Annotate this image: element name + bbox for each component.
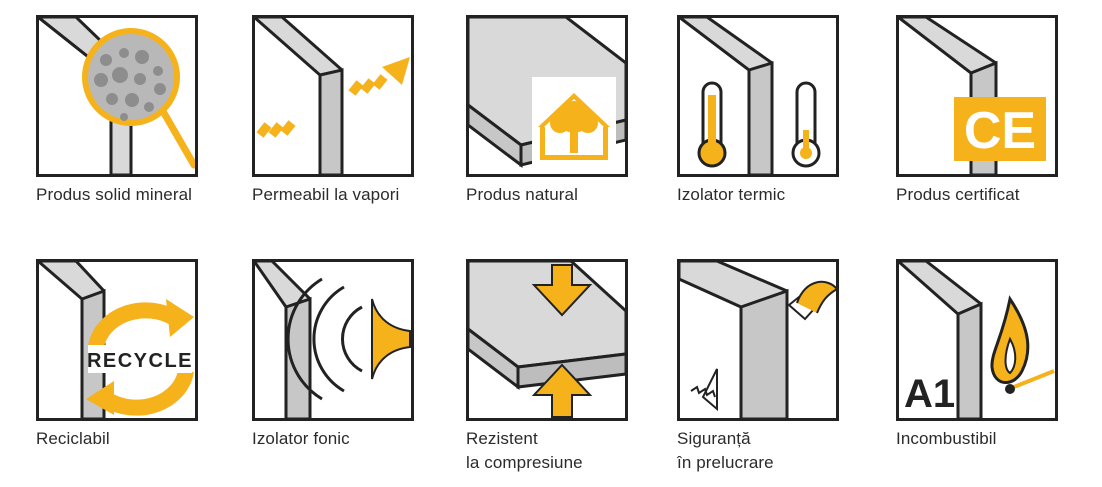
ce-mark-icon: CE (896, 15, 1058, 177)
feature-label: Produs natural (466, 185, 578, 204)
recycle-text: RECYCLE (87, 350, 193, 372)
feature-label: Produs solid mineral (36, 185, 193, 204)
feature-tile-safety: Siguranță în prelucrare (677, 259, 839, 475)
feature-tile-mineral: Produs solid mineral (36, 15, 198, 207)
flame-a1-icon: A1 (896, 259, 1058, 421)
natural-tree-house-icon (466, 15, 628, 177)
recycle-icon: RECYCLE (36, 259, 198, 421)
feature-tile-natural: Produs natural (466, 15, 628, 207)
feature-tile-acoustic: Izolator fonic (252, 259, 414, 451)
label-line-2: la compresiune (466, 453, 583, 472)
feature-tile-thermal: Izolator termic (677, 15, 839, 207)
compression-arrows-icon (466, 259, 628, 421)
magnifier-mineral-icon (36, 15, 198, 177)
feature-tile-certified: CE Produs certificat (896, 15, 1058, 207)
feature-tile-recycle: RECYCLE Reciclabil (36, 259, 198, 451)
vapor-permeable-icon (252, 15, 414, 177)
feature-label: Rezistent la compresiune (466, 427, 628, 475)
feature-label: Permeabil la vapori (252, 185, 400, 204)
feature-label: Reciclabil (36, 429, 110, 448)
saw-cutting-icon (677, 259, 839, 421)
label-line-1: Rezistent (466, 429, 538, 448)
thermometers-icon (677, 15, 839, 177)
feature-label: Siguranță în prelucrare (677, 427, 839, 475)
feature-tile-vapor: Permeabil la vapori (252, 15, 414, 207)
feature-tile-compression: Rezistent la compresiune (466, 259, 628, 475)
feature-label: Izolator termic (677, 185, 786, 204)
feature-label: Izolator fonic (252, 429, 350, 448)
feature-label: Incombustibil (896, 429, 997, 448)
feature-label: Produs certificat (896, 185, 1020, 204)
label-line-2: în prelucrare (677, 453, 774, 472)
ce-badge-text: CE (964, 102, 1036, 160)
sound-waves-icon (252, 259, 414, 421)
feature-tile-fire: A1 Incombustibil (896, 259, 1058, 451)
label-line-1: Siguranță (677, 429, 751, 448)
a1-badge-text: A1 (904, 372, 955, 416)
